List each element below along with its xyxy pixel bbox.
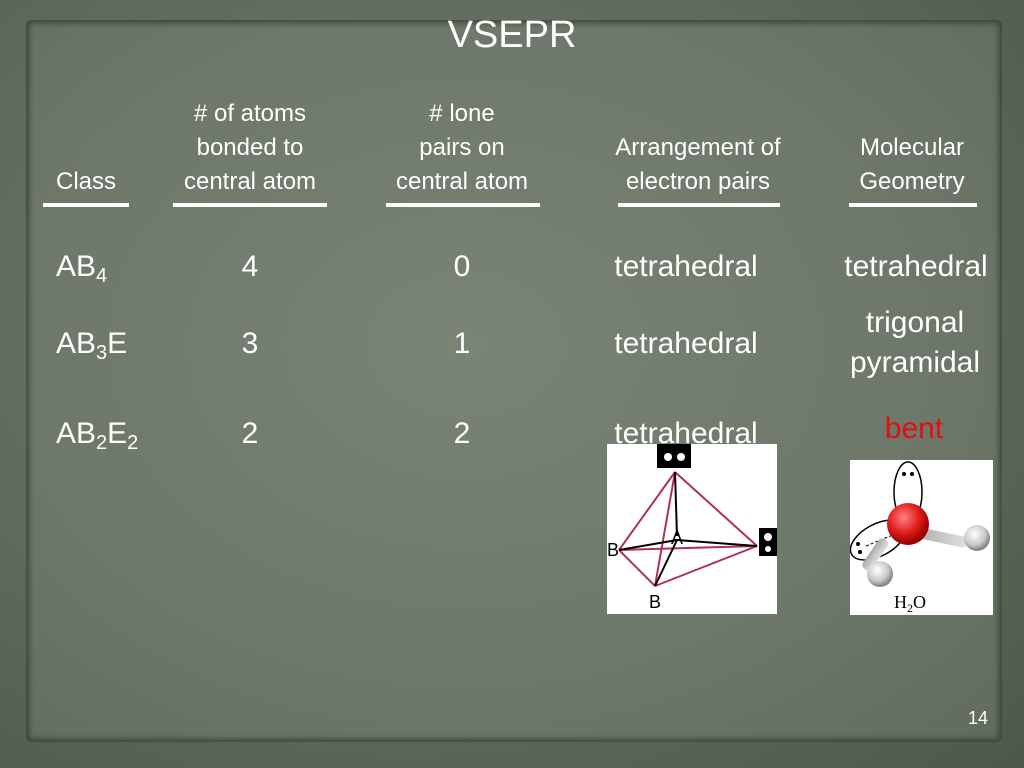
water-molecule-svg: H2O (849, 461, 990, 615)
header-geometry: Molecular Geometry (859, 134, 965, 195)
header-underline-arrangement (618, 203, 780, 207)
hydrogen-left-atom (867, 561, 893, 587)
row3-class: AB2E2 (56, 417, 139, 454)
atom-a-label: A (671, 528, 683, 548)
page-number: 14 (967, 708, 988, 728)
header-underline-geometry (849, 203, 977, 207)
row2-arrangement: tetrahedral (614, 327, 758, 360)
header-class: Class (55, 168, 116, 195)
hydrogen-right-atom (964, 525, 990, 551)
header-atoms-bonded: # of atoms bonded to central atom (183, 100, 317, 195)
water-formula-label: H2O (894, 592, 926, 615)
row2-lone: 1 (453, 327, 471, 360)
tetrahedron-svg: A B B (607, 444, 777, 612)
oxygen-atom (887, 503, 929, 545)
row1-lone: 0 (453, 250, 471, 283)
row1-class: AB4 (56, 250, 108, 287)
row3-geometry: bent (884, 412, 944, 445)
row2-bonded: 3 (241, 327, 259, 360)
row1-geometry: tetrahedral (844, 250, 988, 283)
header-underline-lone (386, 203, 540, 207)
slide-title: VSEPR (447, 14, 577, 56)
row2-class: AB3E (56, 327, 128, 364)
row1-arrangement: tetrahedral (614, 250, 758, 283)
row3-lone: 2 (453, 417, 471, 450)
lone-pair-top-icon (657, 444, 691, 468)
lone-pair-right-icon (759, 528, 777, 556)
row2-geometry-line1: trigonal (865, 306, 965, 339)
header-arrangement: Arrangement of electron pairs (615, 134, 781, 195)
row2-geometry-line2: pyramidal (849, 346, 981, 379)
chalkboard-panel (26, 20, 1002, 742)
tetrahedron-diagram: A B B (607, 444, 777, 614)
row3-bonded: 2 (241, 417, 259, 450)
header-underline-class (43, 203, 129, 207)
header-lone-pairs: # lone pairs on central atom (395, 100, 529, 195)
water-molecule-image: H2O (849, 460, 993, 615)
header-underline-atoms (173, 203, 327, 207)
atom-b-bottom-label: B (649, 592, 661, 612)
atom-b-left-label: B (607, 540, 619, 560)
row1-bonded: 4 (241, 250, 259, 283)
